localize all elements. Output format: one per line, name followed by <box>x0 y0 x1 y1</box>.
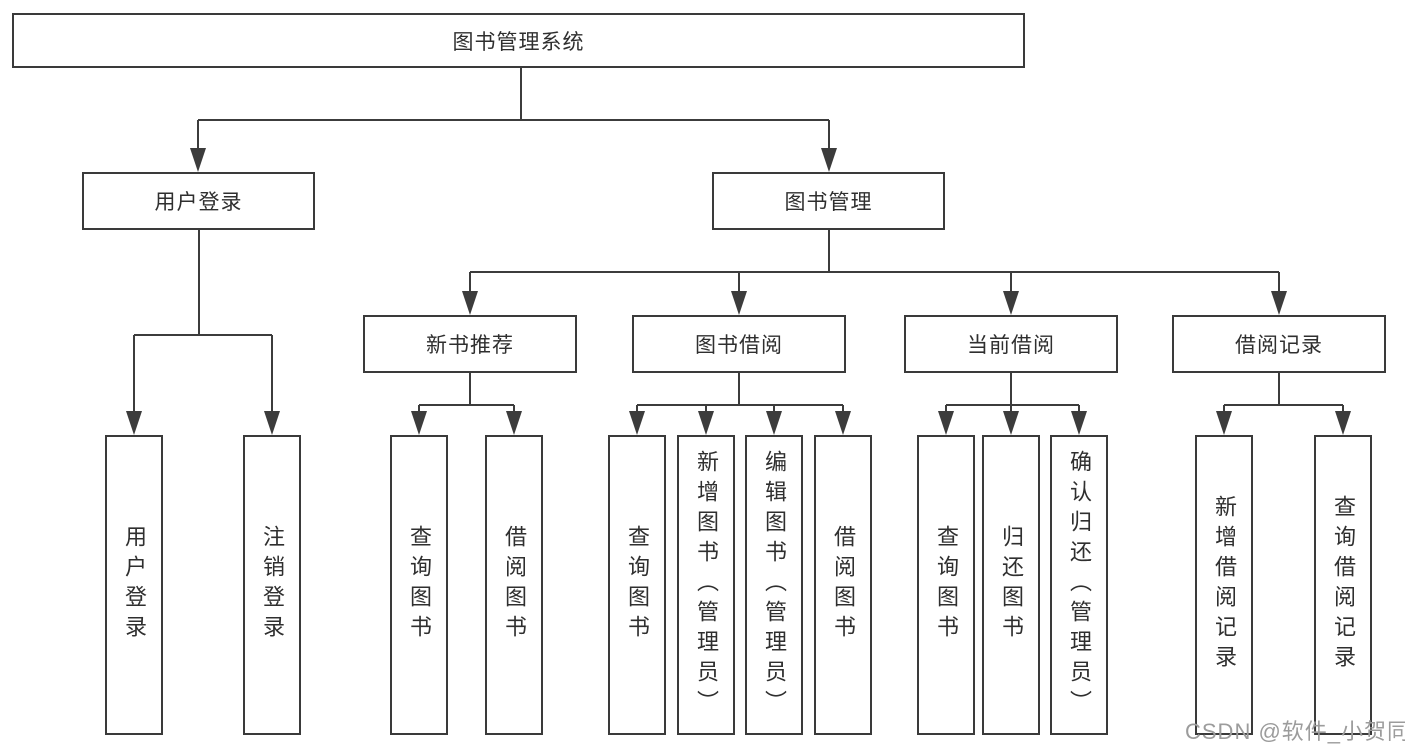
leaf-return-books: 归还图书 <box>982 435 1040 735</box>
node-book-borrow: 图书借阅 <box>632 315 846 373</box>
node-current-borrow-label: 当前借阅 <box>967 334 1055 357</box>
leaf-add-books-admin-label: 新增图书（管理员） <box>694 450 719 720</box>
leaf-confirm-return-admin: 确认归还（管理员） <box>1050 435 1108 735</box>
leaf-logout: 注销登录 <box>243 435 301 735</box>
leaf-logout-label: 注销登录 <box>260 525 285 645</box>
node-root-label: 图书管理系统 <box>452 30 585 54</box>
node-current-borrow: 当前借阅 <box>904 315 1118 373</box>
leaf-user-login: 用户登录 <box>105 435 163 735</box>
node-new-book-recommend-label: 新书推荐 <box>426 334 514 357</box>
leaf-query-books-borrow: 查询图书 <box>608 435 666 735</box>
node-book-borrow-label: 图书借阅 <box>695 334 783 357</box>
leaf-add-borrow-record-label: 新增借阅记录 <box>1212 495 1237 675</box>
leaf-query-books-current: 查询图书 <box>917 435 975 735</box>
node-borrow-records: 借阅记录 <box>1172 315 1386 373</box>
leaf-add-books-admin: 新增图书（管理员） <box>677 435 735 735</box>
leaf-edit-books-admin-label: 编辑图书（管理员） <box>762 450 787 720</box>
leaf-user-login-label: 用户登录 <box>122 525 147 645</box>
leaf-borrow-books-label: 借阅图书 <box>831 525 856 645</box>
leaf-query-books-recommend: 查询图书 <box>390 435 448 735</box>
leaf-query-borrow-record-label: 查询借阅记录 <box>1331 495 1356 675</box>
leaf-return-books-label: 归还图书 <box>999 525 1024 645</box>
node-user-login-label: 用户登录 <box>154 191 243 214</box>
leaf-query-books-current-label: 查询图书 <box>934 525 959 645</box>
node-book-management: 图书管理 <box>712 172 945 230</box>
leaf-edit-books-admin: 编辑图书（管理员） <box>745 435 803 735</box>
leaf-query-books-recommend-label: 查询图书 <box>407 525 432 645</box>
leaf-borrow-books-recommend: 借阅图书 <box>485 435 543 735</box>
leaf-add-borrow-record: 新增借阅记录 <box>1195 435 1253 735</box>
csdn-watermark: CSDN @软件_小贺同学 <box>1185 719 1405 744</box>
leaf-borrow-books-recommend-label: 借阅图书 <box>502 525 527 645</box>
leaf-borrow-books: 借阅图书 <box>814 435 872 735</box>
leaf-query-borrow-record: 查询借阅记录 <box>1314 435 1372 735</box>
node-root: 图书管理系统 <box>12 13 1025 68</box>
leaf-confirm-return-admin-label: 确认归还（管理员） <box>1067 450 1092 720</box>
node-borrow-records-label: 借阅记录 <box>1235 334 1323 357</box>
node-user-login: 用户登录 <box>82 172 315 230</box>
leaf-query-books-borrow-label: 查询图书 <box>625 525 650 645</box>
node-book-management-label: 图书管理 <box>784 191 873 214</box>
node-new-book-recommend: 新书推荐 <box>363 315 577 373</box>
